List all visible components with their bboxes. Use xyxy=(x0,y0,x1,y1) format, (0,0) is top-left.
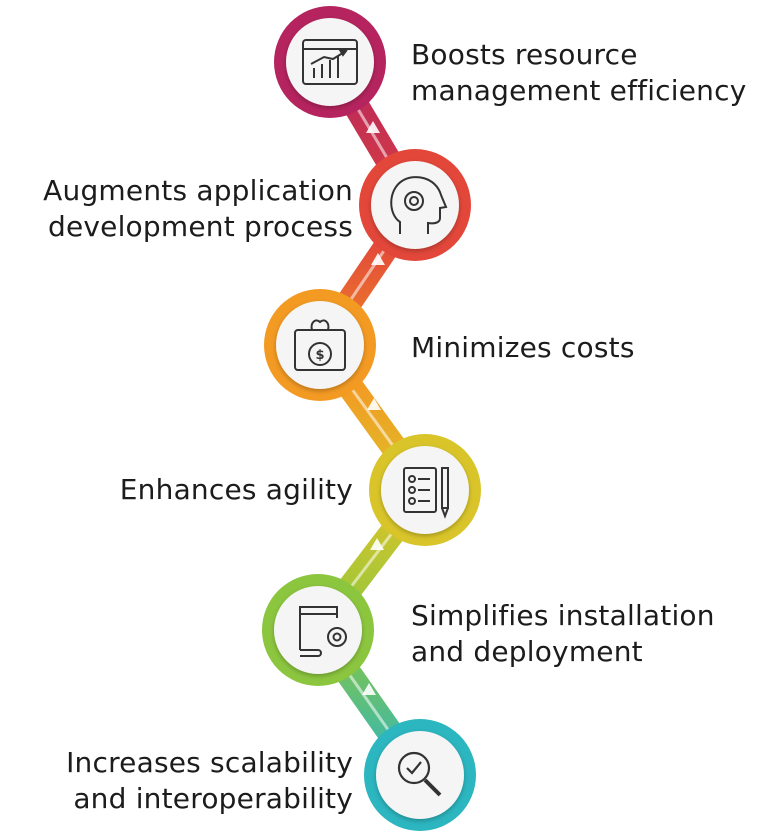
step-node-1 xyxy=(274,6,386,118)
step-label-line: Minimizes costs xyxy=(411,331,635,364)
step-label-6: Increases scalability and interoperabili… xyxy=(66,745,353,817)
step-label-line: and deployment xyxy=(411,635,643,668)
step-node-4 xyxy=(369,434,481,546)
step-label-2: Augments application development process xyxy=(43,173,353,245)
step-label-line: Augments application xyxy=(43,174,353,207)
up-arrow-icon xyxy=(371,253,385,265)
money-bag-icon xyxy=(294,319,346,371)
step-label-3: Minimizes costs xyxy=(411,330,635,366)
head-gear-icon xyxy=(390,176,448,234)
up-arrow-icon xyxy=(366,121,380,133)
up-arrow-icon xyxy=(362,683,376,695)
step-label-1: Boosts resource management efficiency xyxy=(411,37,747,109)
analytics-chart-icon xyxy=(302,39,358,85)
step-node-2 xyxy=(359,149,471,261)
up-arrow-icon xyxy=(367,398,381,410)
dollar-symbol: $ xyxy=(315,348,324,363)
window-gear-icon xyxy=(299,606,347,657)
step-label-line: Boosts resource xyxy=(411,38,638,71)
step-label-5: Simplifies installation and deployment xyxy=(411,598,715,670)
step-node-3: $ xyxy=(264,289,376,401)
step-label-4: Enhances agility xyxy=(120,472,353,508)
step-label-line: Simplifies installation xyxy=(411,599,715,632)
step-label-line: and interoperability xyxy=(73,782,353,815)
step-node-5 xyxy=(262,574,374,686)
step-label-line: Increases scalability xyxy=(66,746,353,779)
up-arrow-icon xyxy=(370,538,384,550)
checklist-icon xyxy=(403,467,449,519)
step-label-line: development process xyxy=(47,210,353,243)
step-node-6 xyxy=(364,719,476,831)
step-label-line: Enhances agility xyxy=(119,473,353,506)
step-label-line: management efficiency xyxy=(411,74,747,107)
magnifier-check-icon xyxy=(397,751,442,797)
